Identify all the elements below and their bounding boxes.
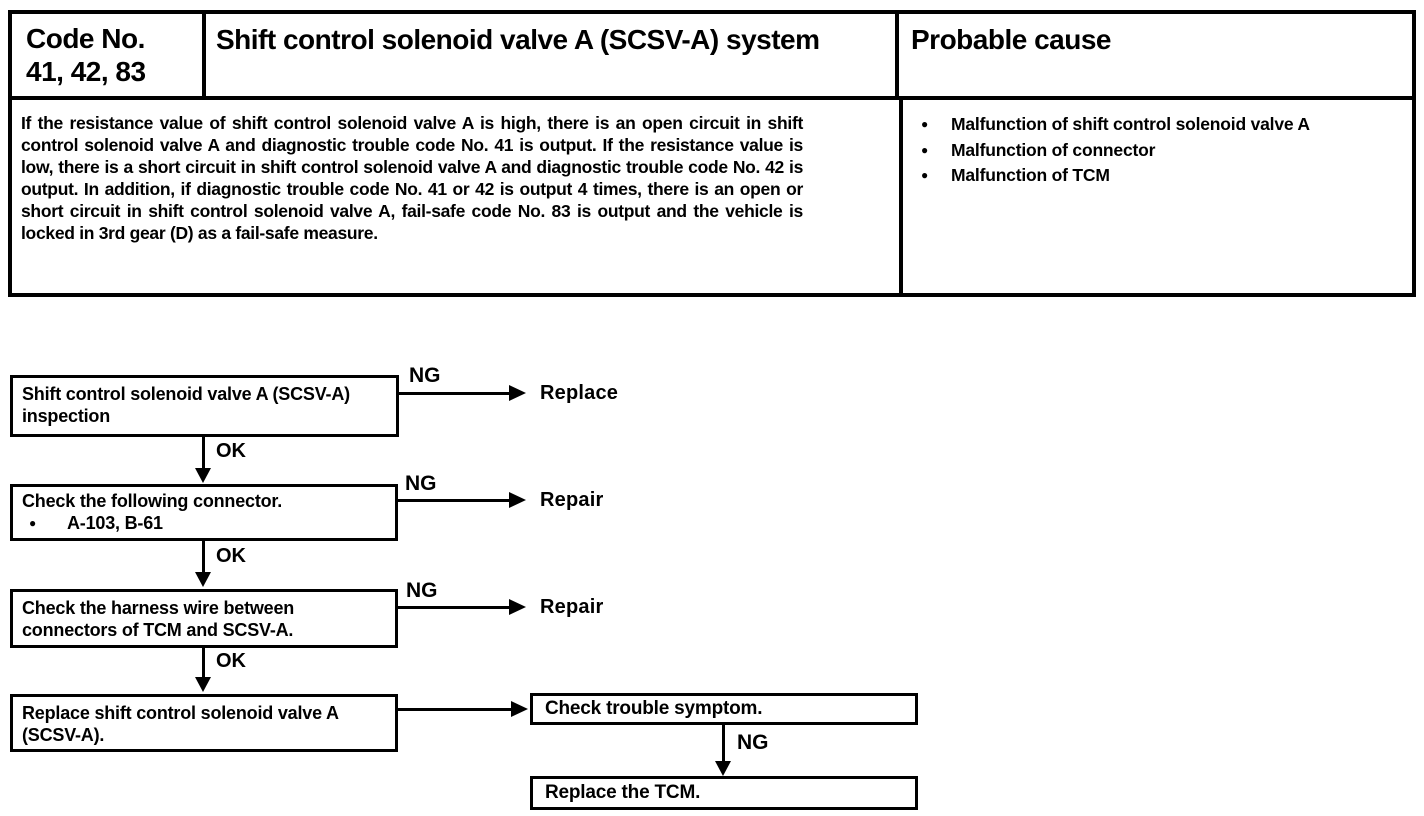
ok-arrow-2 (195, 541, 211, 587)
table-body-row: If the resistance value of shift control… (12, 100, 1412, 293)
probable-cause-list: ● Malfunction of shift control solenoid … (903, 100, 1412, 293)
ok-label-3: OK (216, 650, 246, 672)
code-number-cell: Code No. 41, 42, 83 (12, 14, 206, 96)
code-label: Code No. (26, 23, 145, 54)
ng-arrow-symptom (715, 725, 731, 776)
connector-ids: A-103, B-61 (67, 512, 163, 533)
connector-list-item: ● A-103, B-61 (22, 513, 386, 535)
ng-arrow-2 (396, 492, 526, 508)
ng-label-3: NG (406, 579, 438, 602)
ok-label-1: OK (216, 440, 246, 462)
flow-arrow-to-symptom (398, 701, 528, 717)
ng-label-symptom: NG (737, 731, 769, 754)
ok-label-2: OK (216, 545, 246, 567)
probable-cause-text: Malfunction of connector (951, 139, 1156, 160)
probable-cause-item: ● Malfunction of connector (921, 138, 1402, 164)
flow-step-text: Shift control solenoid valve A (SCSV-A) … (22, 384, 350, 426)
ok-arrow-3 (195, 648, 211, 692)
probable-cause-item: ● Malfunction of TCM (921, 163, 1402, 189)
probable-cause-item: ● Malfunction of shift control solenoid … (921, 112, 1402, 138)
bullet-icon: ● (921, 142, 929, 157)
probable-cause-header-cell: Probable cause (895, 14, 1412, 96)
result-label-replace: Replace (540, 382, 619, 404)
flow-step-inspection: Shift control solenoid valve A (SCSV-A) … (10, 375, 399, 437)
bullet-icon: ● (921, 117, 929, 131)
flow-step-replace-valve: Replace shift control solenoid valve A (… (10, 694, 398, 752)
ng-arrow-3 (396, 599, 526, 615)
flow-step-text: Check trouble symptom. (545, 698, 763, 719)
ok-arrow-1 (195, 437, 211, 483)
ng-arrow-1 (399, 385, 526, 401)
bullet-icon: ● (921, 168, 929, 182)
probable-cause-text: Malfunction of shift control solenoid va… (951, 114, 1310, 134)
code-numbers: 41, 42, 83 (26, 56, 146, 87)
system-title-cell: Shift control solenoid valve A (SCSV-A) … (216, 24, 820, 55)
diagnostic-code-table: Code No. 41, 42, 83 Shift control soleno… (8, 10, 1416, 297)
flow-step-check-harness: Check the harness wire between connector… (10, 589, 398, 648)
flow-step-text: Replace the TCM. (545, 782, 701, 803)
flow-step-text: Replace shift control solenoid valve A (… (22, 703, 339, 745)
flow-step-check-connector: Check the following connector. ● A-103, … (10, 484, 398, 541)
result-label-repair-1: Repair (540, 489, 604, 511)
probable-cause-text: Malfunction of TCM (951, 165, 1110, 185)
description-text: If the resistance value of shift control… (12, 100, 903, 293)
result-label-repair-2: Repair (540, 596, 604, 618)
table-header-row: Code No. 41, 42, 83 Shift control soleno… (12, 14, 1412, 100)
flow-check-trouble-symptom: Check trouble symptom. (530, 693, 918, 725)
bullet-icon: ● (29, 515, 37, 530)
flow-replace-tcm: Replace the TCM. (530, 776, 918, 810)
ng-label-2: NG (405, 472, 437, 495)
ng-label-1: NG (409, 364, 441, 387)
flow-step-text: Check the following connector. (22, 491, 283, 511)
flow-step-text: Check the harness wire between connector… (22, 598, 295, 640)
